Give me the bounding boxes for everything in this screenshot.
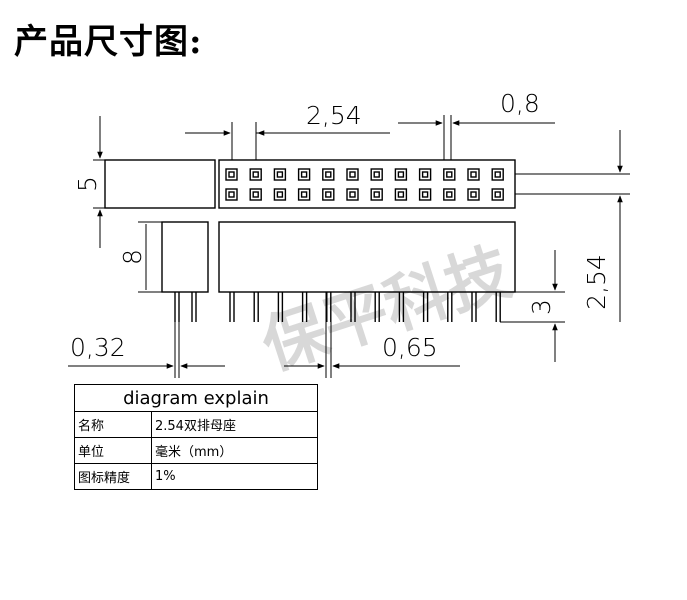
page-title: 产品尺寸图: [14, 22, 203, 62]
explain-heading: diagram explain [74, 384, 318, 412]
height-label: 5 [73, 176, 102, 192]
pin-hole [249, 168, 262, 181]
pin-hole [297, 188, 311, 201]
pin-hole-inner [446, 171, 453, 178]
pin-hole [467, 168, 480, 181]
pin-hole-inner [276, 171, 284, 178]
thickness-label: 0,32 [70, 333, 126, 362]
pin-hole-inner [228, 191, 235, 198]
pin-hole-inner [494, 191, 501, 198]
pin-hole [418, 188, 432, 201]
pin-hole-inner [470, 191, 477, 198]
spacing-label: 0,65 [382, 333, 438, 362]
side-view-body [161, 221, 209, 293]
pin-hole-inner [349, 191, 356, 198]
pin-hole [467, 188, 480, 201]
explain-table: diagram explain 名称 2.54双排母座 单位 毫米（mm） 图标… [74, 384, 318, 490]
pin-hole [322, 168, 335, 181]
pin-hole [225, 188, 238, 201]
pin-hole [491, 168, 504, 181]
row-pitch-label: 2,54 [582, 254, 611, 310]
table-row: 名称 2.54双排母座 [74, 411, 318, 438]
pin-hole-inner [252, 171, 259, 178]
pin-hole [370, 168, 383, 181]
pitch-label: 2,54 [306, 101, 362, 130]
pin-hole [418, 168, 432, 181]
table-row: 图标精度 1% [74, 463, 318, 490]
pin-hole-inner [325, 191, 332, 198]
watermark-text: 保平科技 [254, 235, 520, 384]
pin-hole-inner [373, 191, 380, 198]
pin-hole-inner [325, 171, 332, 178]
pin-hole-inner [349, 171, 356, 178]
pin-hole [322, 188, 335, 201]
pin-hole-inner [228, 171, 235, 178]
side-view [161, 221, 209, 322]
pin-hole [273, 168, 287, 181]
end-view [104, 159, 216, 209]
pin-hole-inner [373, 171, 380, 178]
pin-hole-inner [470, 171, 477, 178]
pin-hole-inner [446, 191, 453, 198]
pin-hole [273, 188, 287, 201]
pin-hole [346, 188, 359, 201]
pin-hole-inner [276, 191, 284, 198]
explain-key: 单位 [74, 437, 152, 464]
pin-hole [249, 188, 262, 201]
pin-hole-inner [252, 191, 259, 198]
pin-length-label: 3 [527, 299, 556, 315]
pin-hole [394, 168, 408, 181]
front-view-body [218, 221, 516, 293]
explain-value: 1% [151, 463, 318, 490]
pin-hole [297, 168, 311, 181]
table-row: 单位 毫米（mm） [74, 437, 318, 464]
pin-hole-inner [397, 191, 405, 198]
top-view [218, 159, 516, 209]
width-label: 0,8 [500, 89, 540, 118]
pin-hole-inner [421, 191, 429, 198]
pin-hole [491, 188, 504, 201]
pin-hole [394, 188, 408, 201]
top-view-body [218, 159, 516, 209]
pin-hole [443, 188, 456, 201]
pin-hole [346, 168, 359, 181]
pin-hole [225, 168, 238, 181]
end-view-body [104, 159, 216, 209]
explain-key: 名称 [74, 411, 152, 438]
pin-hole-inner [300, 171, 308, 178]
side-height-label: 8 [118, 249, 147, 265]
explain-value: 毫米（mm） [151, 437, 318, 464]
pin-hole [370, 188, 383, 201]
pin-holes [225, 168, 504, 201]
pin-hole-inner [421, 171, 429, 178]
pin-hole-inner [494, 171, 501, 178]
watermark: 保平科技 [254, 235, 520, 384]
pin-hole-inner [397, 171, 405, 178]
pin-hole-inner [300, 191, 308, 198]
pin-hole [443, 168, 456, 181]
explain-value: 2.54双排母座 [151, 411, 318, 438]
explain-key: 图标精度 [74, 463, 152, 490]
